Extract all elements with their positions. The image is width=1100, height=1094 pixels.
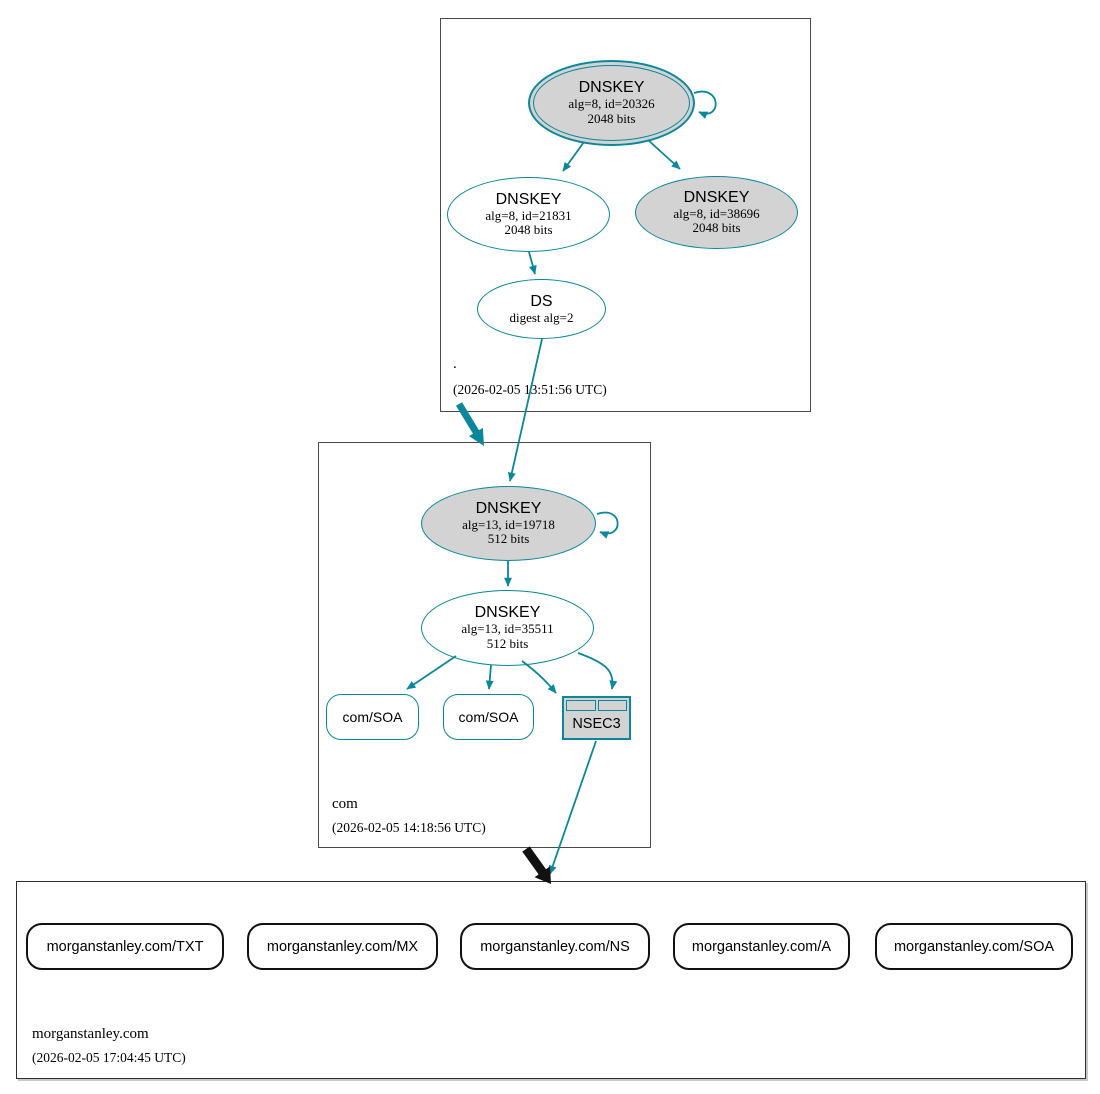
dnskey-node-com-ksk-19718[interactable]: DNSKEY alg=13, id=19718 512 bits bbox=[421, 486, 596, 561]
node-title: DNSKEY bbox=[475, 499, 542, 517]
node-title: DNSKEY bbox=[474, 604, 541, 622]
rrset-label: morganstanley.com/MX bbox=[266, 938, 419, 955]
node-title: DNSKEY bbox=[495, 190, 562, 208]
zone-name-root: . bbox=[453, 356, 457, 372]
nsec3-record-cells bbox=[566, 700, 627, 711]
nsec3-label: NSEC3 bbox=[572, 715, 621, 732]
zone-name-morganstanley: morganstanley.com bbox=[32, 1026, 149, 1042]
rrset-label: morganstanley.com/NS bbox=[480, 938, 630, 955]
dnskey-node-root-zsk-21831[interactable]: DNSKEY alg=8, id=21831 2048 bits bbox=[447, 177, 610, 252]
dnskey-node-root-38696[interactable]: DNSKEY alg=8, id=38696 2048 bits bbox=[635, 176, 798, 249]
node-detail-digest: digest alg=2 bbox=[509, 309, 574, 325]
rrset-node-morganstanley-soa[interactable]: morganstanley.com/SOA bbox=[875, 923, 1073, 970]
node-detail-bits: 512 bits bbox=[487, 531, 530, 547]
rrset-node-morganstanley-a[interactable]: morganstanley.com/A bbox=[673, 923, 850, 970]
zone-box-com bbox=[318, 442, 651, 848]
node-title: DNSKEY bbox=[578, 79, 645, 97]
nsec3-record-cell bbox=[597, 700, 627, 711]
delegation-com-to-morganstanley-arrow bbox=[522, 846, 551, 884]
nsec3-record-cell bbox=[566, 700, 596, 711]
rrset-label: morganstanley.com/A bbox=[691, 938, 832, 955]
nsec3-node-com[interactable]: NSEC3 bbox=[562, 696, 631, 740]
zone-timestamp-com: (2026-02-05 14:18:56 UTC) bbox=[332, 820, 486, 835]
node-title: DNSKEY bbox=[683, 188, 750, 206]
rrset-label: morganstanley.com/SOA bbox=[893, 938, 1055, 955]
rrset-label: morganstanley.com/TXT bbox=[46, 938, 204, 955]
node-detail-alg-id: alg=8, id=21831 bbox=[485, 207, 572, 223]
rrset-label: com/SOA bbox=[458, 709, 519, 725]
zone-timestamp-morganstanley: (2026-02-05 17:04:45 UTC) bbox=[32, 1050, 186, 1065]
ds-node-root[interactable]: DS digest alg=2 bbox=[477, 279, 606, 339]
rrset-node-morganstanley-txt[interactable]: morganstanley.com/TXT bbox=[26, 923, 224, 970]
node-title: DS bbox=[530, 292, 553, 310]
rrset-node-morganstanley-mx[interactable]: morganstanley.com/MX bbox=[247, 923, 438, 970]
node-detail-alg-id: alg=8, id=20326 bbox=[568, 96, 655, 112]
rrset-node-com-soa-2[interactable]: com/SOA bbox=[443, 694, 534, 740]
node-detail-alg-id: alg=8, id=38696 bbox=[673, 205, 760, 221]
zone-name-com: com bbox=[332, 796, 358, 812]
node-detail-bits: 512 bits bbox=[486, 635, 529, 651]
rrset-node-com-soa-1[interactable]: com/SOA bbox=[326, 694, 419, 740]
zone-box-morganstanley bbox=[16, 881, 1086, 1079]
dnskey-node-root-ksk-20326[interactable]: DNSKEY alg=8, id=20326 2048 bits bbox=[528, 60, 695, 146]
dnskey-node-com-zsk-35511[interactable]: DNSKEY alg=13, id=35511 512 bits bbox=[421, 590, 594, 666]
rrset-label: com/SOA bbox=[342, 709, 403, 725]
node-detail-alg-id: alg=13, id=19718 bbox=[462, 516, 555, 532]
zone-box-root bbox=[440, 18, 811, 412]
zone-timestamp-root: (2026-02-05 13:51:56 UTC) bbox=[453, 382, 607, 397]
node-detail-bits: 2048 bits bbox=[587, 110, 636, 126]
node-detail-alg-id: alg=13, id=35511 bbox=[461, 621, 554, 637]
node-detail-bits: 2048 bits bbox=[504, 222, 553, 238]
rrset-node-morganstanley-ns[interactable]: morganstanley.com/NS bbox=[460, 923, 650, 970]
node-detail-bits: 2048 bits bbox=[692, 220, 741, 236]
